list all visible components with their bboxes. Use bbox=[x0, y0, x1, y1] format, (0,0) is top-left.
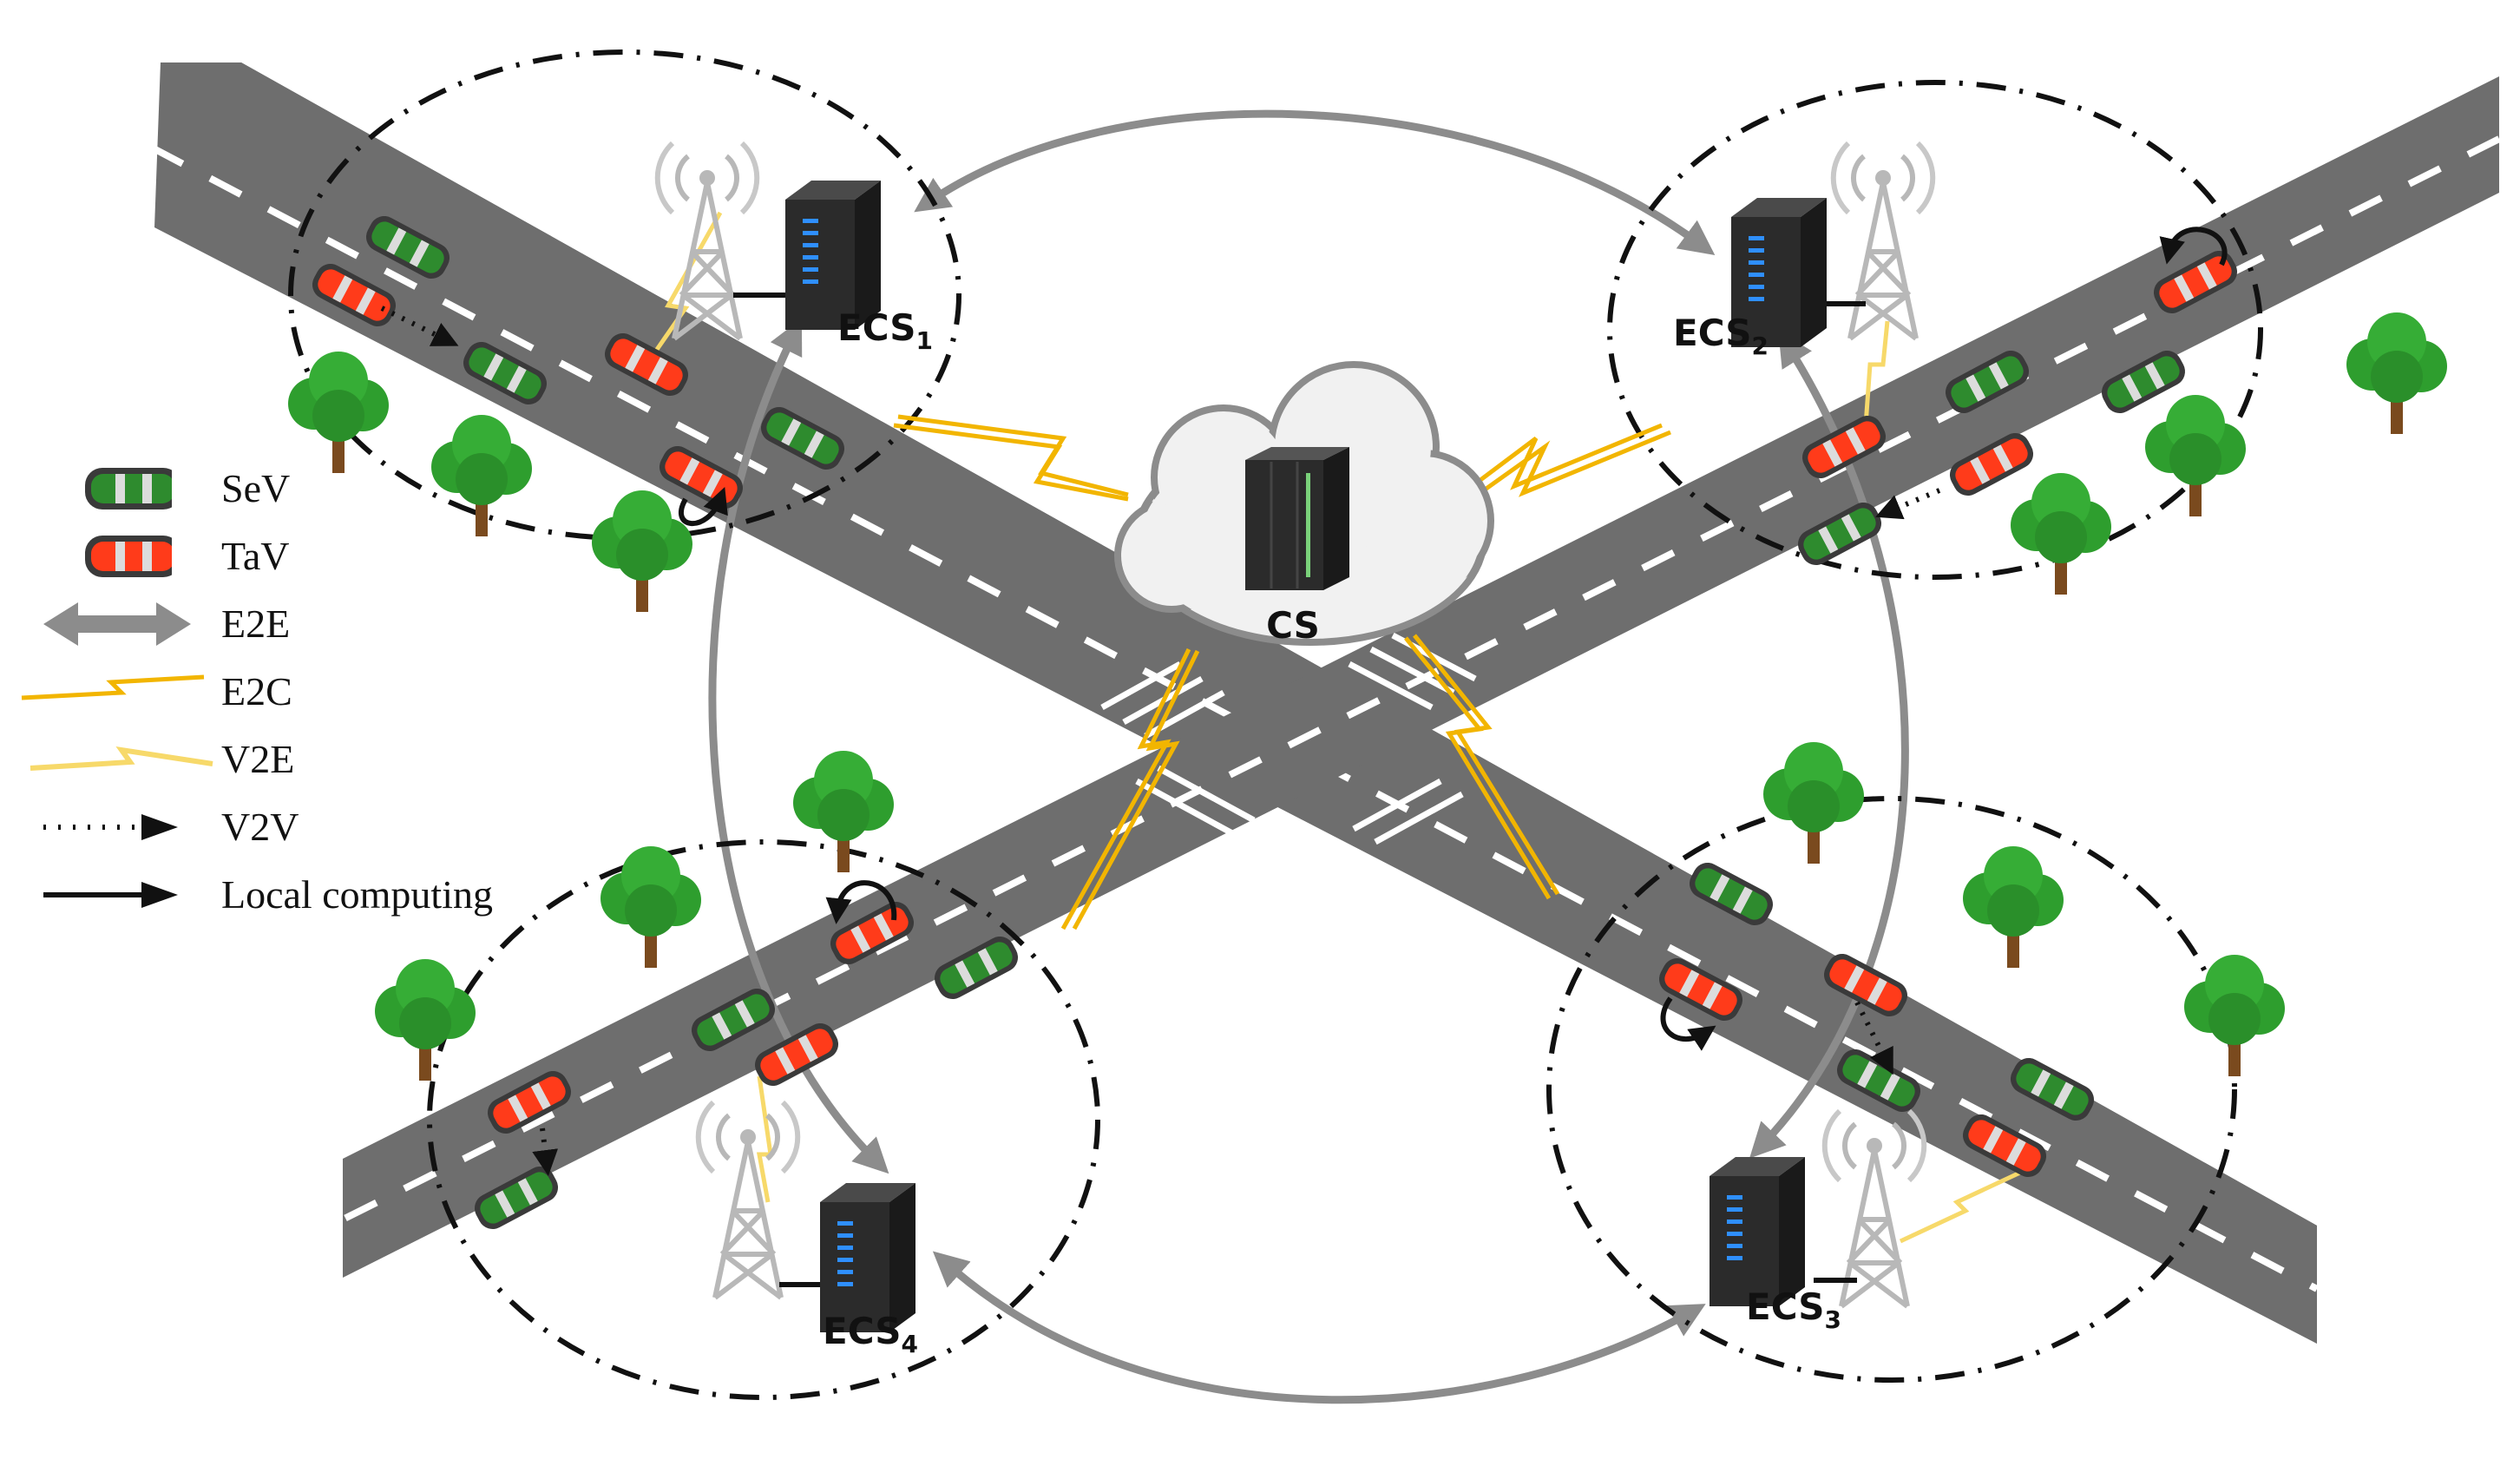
green-car-icon bbox=[85, 468, 172, 509]
v2v-arrows bbox=[380, 306, 1941, 1176]
coverage-circles bbox=[288, 49, 2263, 1400]
legend-label-v2e: V2E bbox=[221, 737, 295, 781]
legend-item-sev: SeV bbox=[17, 458, 555, 519]
legend-label-local: Local computing bbox=[221, 872, 493, 917]
e2c-links bbox=[893, 414, 1671, 930]
light-yellow-zigzag-icon bbox=[30, 746, 213, 771]
legend-label-e2c: E2C bbox=[221, 669, 292, 713]
double-arrow-icon bbox=[43, 602, 191, 646]
v2e-links bbox=[644, 211, 2024, 1244]
dotted-arrow-icon bbox=[43, 814, 178, 840]
crosswalks bbox=[1100, 632, 1477, 845]
cs-label: CS bbox=[1266, 604, 1320, 647]
black-arrow-icon bbox=[43, 882, 178, 908]
legend-label-tav: TaV bbox=[221, 534, 290, 578]
legend-item-e2c: E2C bbox=[17, 661, 555, 722]
red-car-icon bbox=[85, 536, 172, 577]
legend-item-tav: TaV bbox=[17, 526, 555, 587]
ecs4-label: ECS4 bbox=[823, 1310, 918, 1358]
legend-label-e2e: E2E bbox=[221, 602, 291, 646]
ecs2-label: ECS2 bbox=[1673, 312, 1769, 360]
local-computing-arrows bbox=[679, 227, 2228, 1051]
orange-zigzag-icon bbox=[21, 674, 205, 700]
ecs3-label: ECS3 bbox=[1746, 1285, 1841, 1334]
legend-label-sev: SeV bbox=[221, 466, 291, 510]
legend-label-v2v: V2V bbox=[221, 805, 299, 849]
legend-item-local: Local computing bbox=[17, 864, 555, 925]
ecs1-label: ECS1 bbox=[837, 306, 933, 355]
e2e-ring bbox=[708, 109, 1909, 1404]
cloud-server-rack bbox=[1245, 447, 1349, 590]
legend-item-v2v: V2V bbox=[17, 797, 555, 858]
cloud bbox=[1114, 361, 1494, 646]
legend-item-e2e: E2E bbox=[17, 594, 555, 654]
legend-item-v2e: V2E bbox=[17, 729, 555, 790]
